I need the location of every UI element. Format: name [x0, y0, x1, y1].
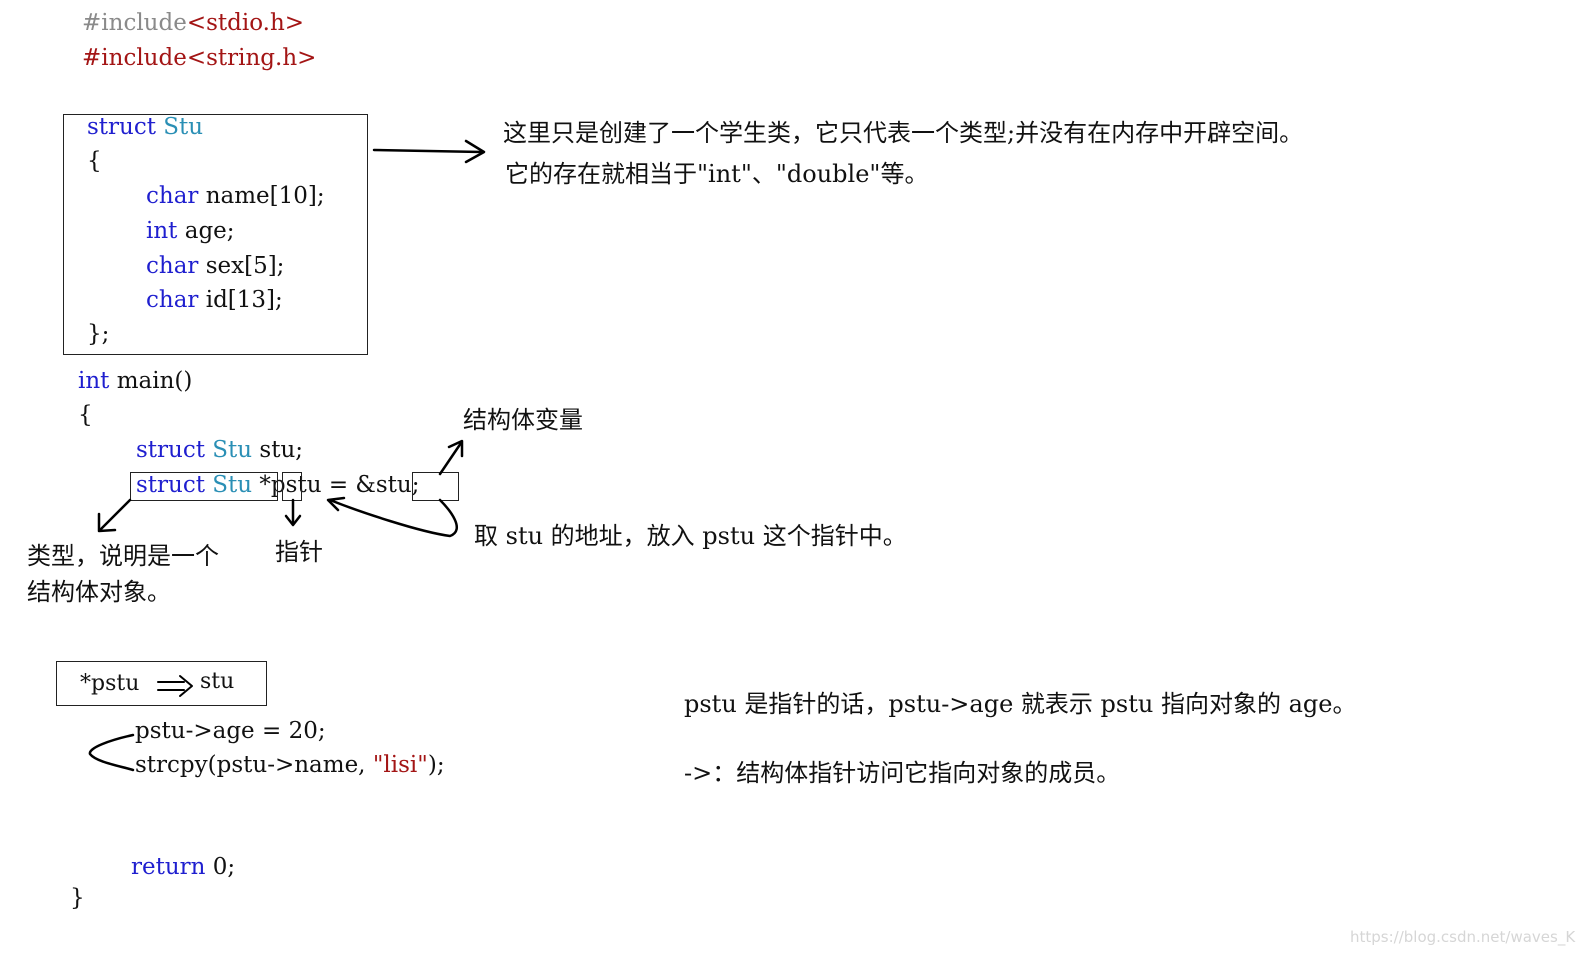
double-arrow-icon: [157, 675, 193, 697]
struct-variable-label: 结构体变量: [463, 406, 583, 434]
stu-highlight-box: [412, 472, 459, 501]
watermark: https://blog.csdn.net/waves_K: [1350, 928, 1576, 946]
assign-age: pstu->age = 20;: [135, 718, 326, 744]
pstu-declaration: struct Stu *pstu = &stu;: [136, 472, 420, 498]
equivalence-box: [56, 661, 267, 706]
arrow-down-icon: [284, 498, 302, 527]
arrow-down-left-icon: [97, 498, 132, 533]
type-note-line-2: 结构体对象。: [27, 578, 171, 606]
equivalence-right: stu: [200, 669, 235, 694]
struct-note-line-2: 它的存在就相当于"int"、"double"等。: [505, 160, 929, 188]
struct-field-sex: char sex[5];: [146, 253, 285, 279]
arrow-note-line-1: pstu 是指针的话，pstu->age 就表示 pstu 指向对象的 age。: [684, 690, 1357, 718]
bracket-arrow-icon: [88, 733, 135, 772]
include-string: #include<string.h>: [82, 45, 317, 71]
type-note-line-1: 类型，说明是一个: [27, 542, 219, 570]
main-signature: int main(): [78, 368, 193, 394]
arrow-right-icon: [372, 139, 486, 164]
struct-close: };: [87, 321, 110, 347]
include-stdio: #include<stdio.h>: [82, 10, 305, 36]
strcpy-call: strcpy(pstu->name, "lisi");: [135, 752, 445, 778]
struct-field-age: int age;: [146, 218, 235, 244]
main-open-brace: {: [78, 402, 93, 428]
struct-definition-box: [63, 114, 368, 355]
curved-arrow-icon: [326, 496, 458, 538]
type-highlight-box: [130, 472, 278, 501]
struct-note-line-1: 这里只是创建了一个学生类，它只代表一个类型;并没有在内存中开辟空间。: [503, 119, 1304, 147]
main-close-brace: }: [70, 885, 85, 911]
equivalence-left: *pstu: [80, 671, 140, 696]
stu-declaration: struct Stu stu;: [136, 437, 304, 463]
pointer-label: 指针: [275, 538, 323, 566]
struct-open-brace: {: [87, 148, 102, 174]
arrow-note-line-2: ->：结构体指针访问它指向对象的成员。: [684, 759, 1121, 787]
arrow-up-icon: [438, 439, 464, 476]
struct-field-name: char name[10];: [146, 183, 325, 209]
return-statement: return 0;: [131, 854, 236, 880]
struct-header: struct Stu: [87, 114, 204, 140]
address-note: 取 stu 的地址，放入 pstu 这个指针中。: [474, 522, 907, 550]
struct-field-id: char id[13];: [146, 287, 283, 313]
